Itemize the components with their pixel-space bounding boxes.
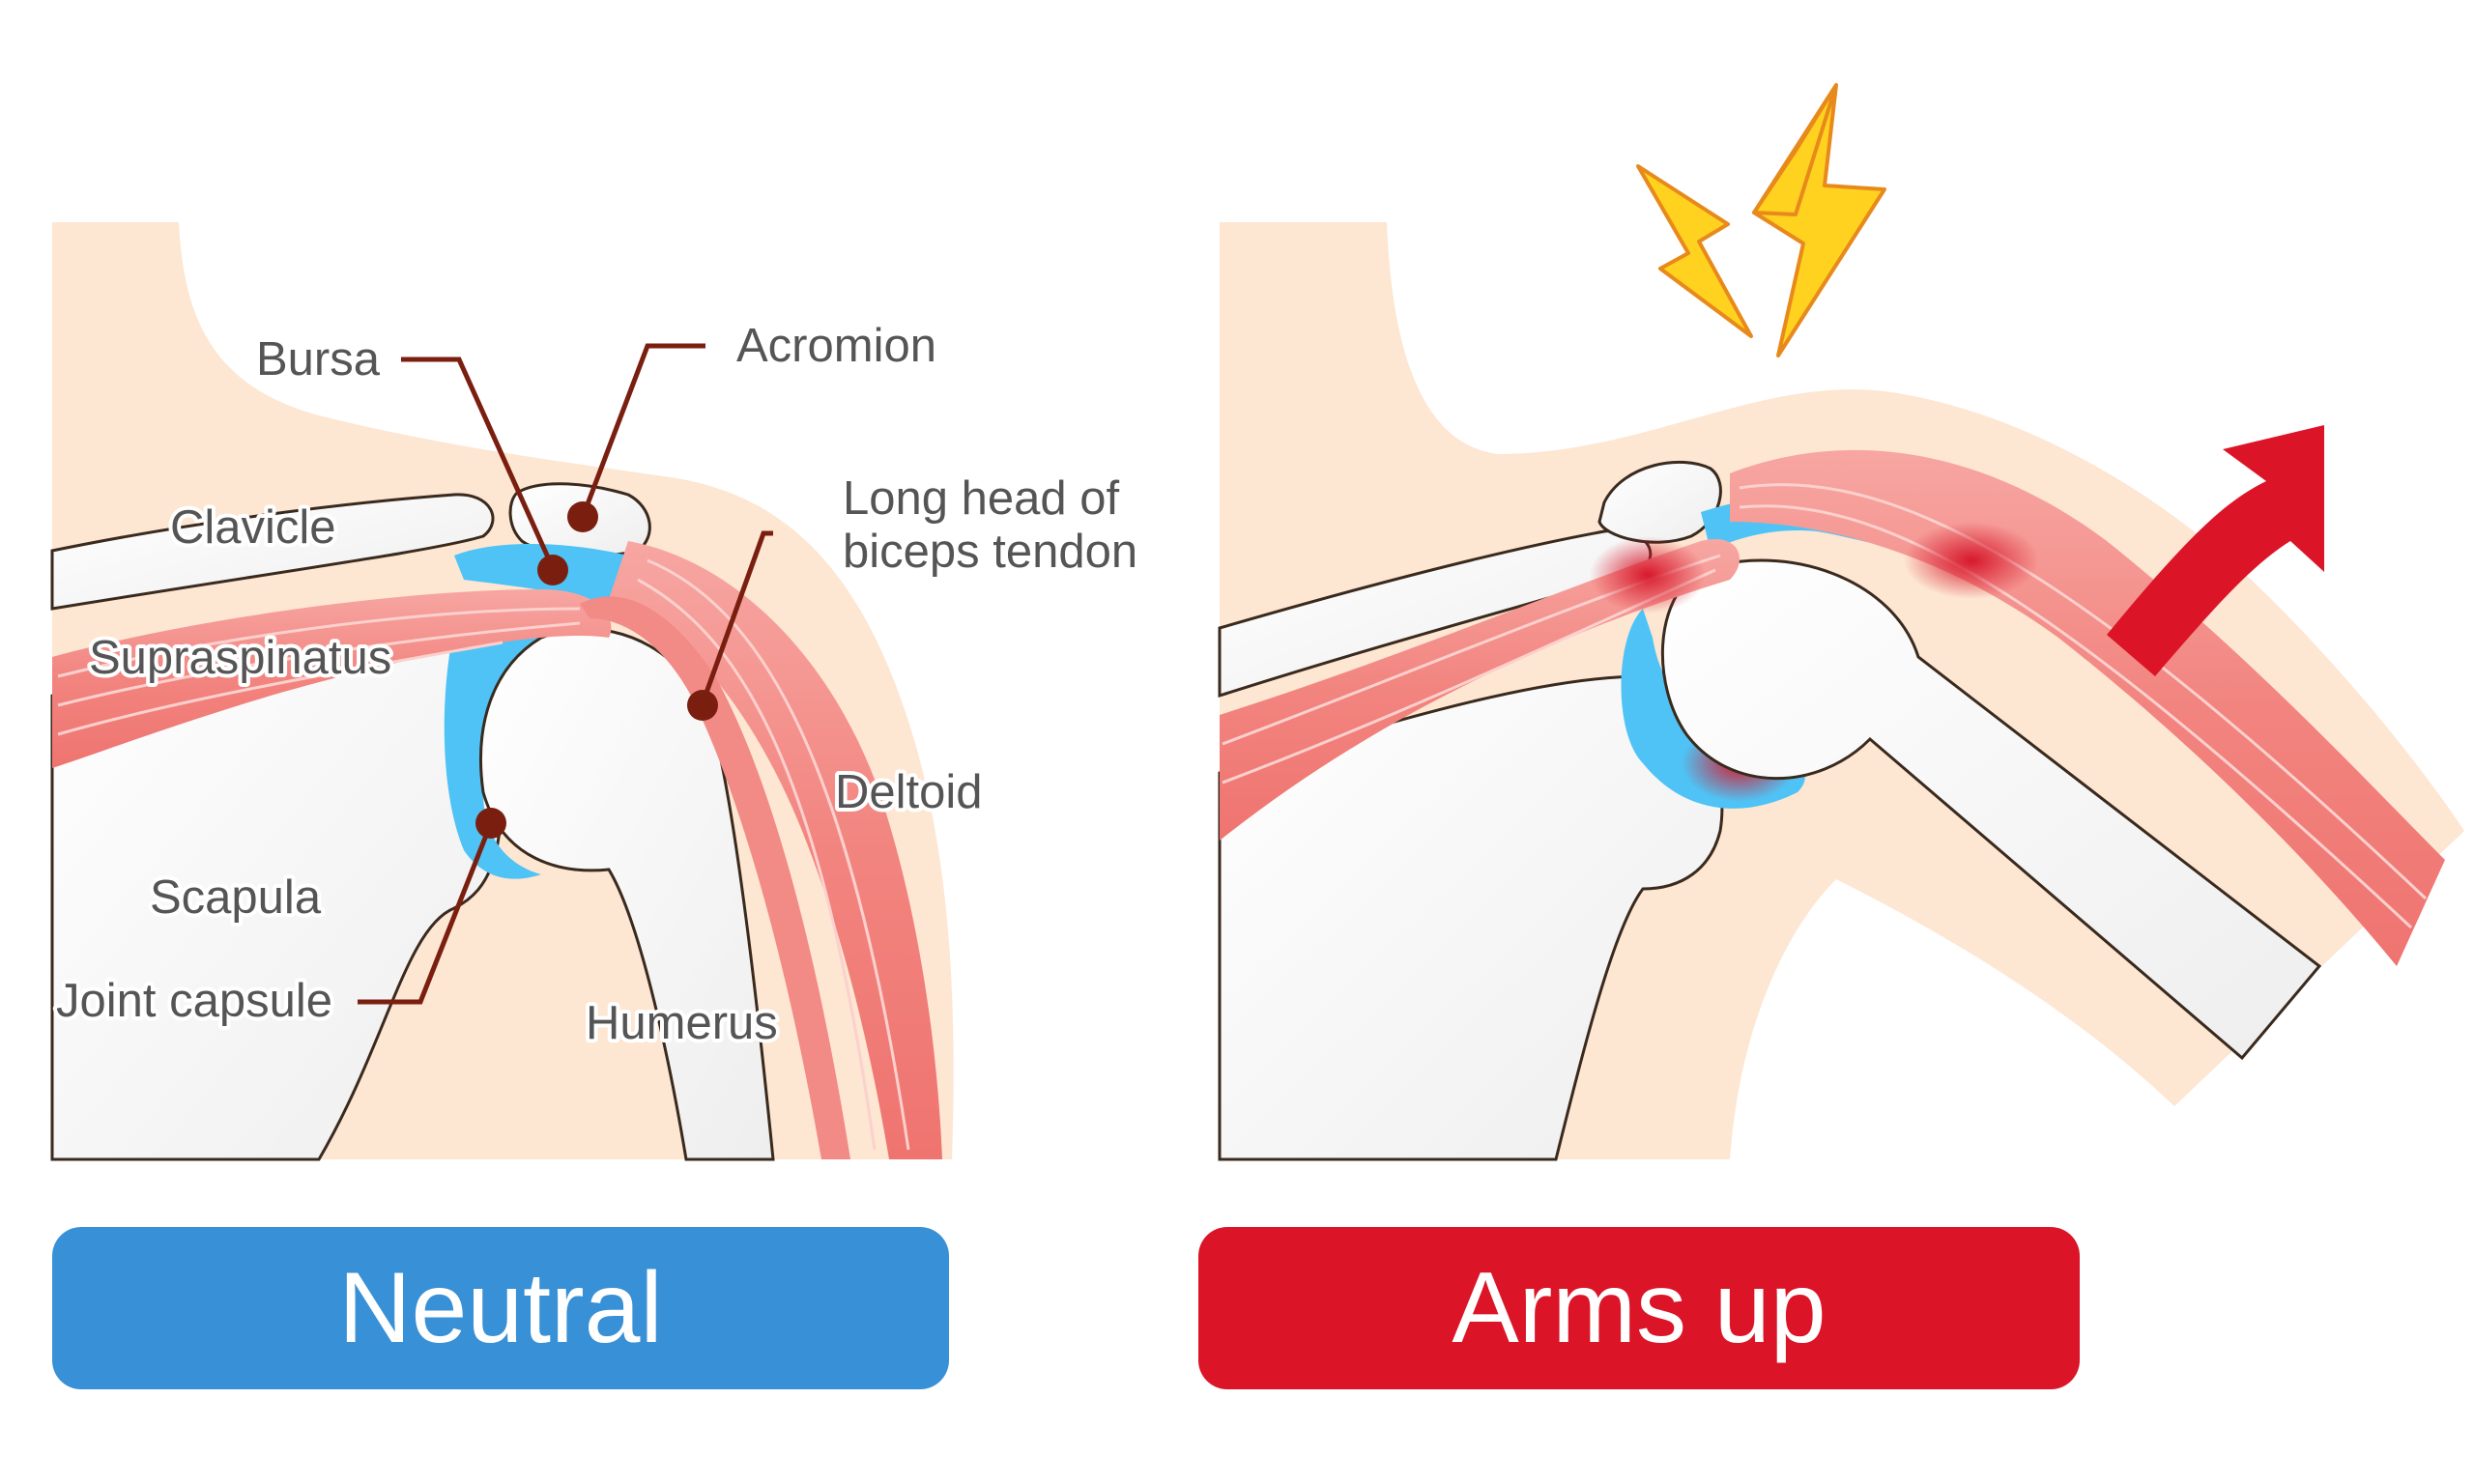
- label-humerus: Humerus: [586, 997, 778, 1049]
- label-supraspinatus: Supraspinatus: [89, 632, 391, 684]
- supraspinatus-fibers: [57, 607, 581, 736]
- arms-up-humerus: [1660, 558, 2322, 1061]
- clavicle-bone: [50, 493, 495, 611]
- arms-up-supraspinatus: [1220, 539, 1740, 841]
- label-scapula: Scapula: [150, 871, 322, 924]
- lightning-large-icon: [1752, 83, 1886, 357]
- arms-up-supraspinatus-inflammation: [1590, 536, 1706, 614]
- arms-up-panel: [1218, 83, 2464, 1161]
- arms-up-acromion: [1597, 461, 1722, 544]
- neutral-leader-lines: [358, 343, 773, 1005]
- label-acromion: Acromion: [736, 320, 936, 372]
- arms-up-button[interactable]: Arms up: [1198, 1227, 2080, 1389]
- label-joint-capsule: Joint capsule: [56, 975, 332, 1027]
- deltoid-fibers: [637, 558, 910, 1151]
- label-long-head-2: biceps tendon: [843, 526, 1137, 578]
- label-clavicle: Clavicle: [170, 501, 336, 554]
- deltoid-muscle: [609, 541, 942, 1159]
- arms-up-deltoid: [1730, 449, 2445, 966]
- label-long-head-1: Long head of: [843, 472, 1119, 525]
- lightning-small-icon: [1636, 164, 1753, 338]
- label-deltoid: Deltoid: [835, 766, 983, 818]
- arms-up-deltoid-inflammation: [1904, 522, 2039, 599]
- neutral-leader-dots: [475, 501, 718, 839]
- joint-capsule-region: [444, 624, 561, 879]
- arrow-up-icon: [2107, 425, 2324, 676]
- neutral-button[interactable]: Neutral: [52, 1227, 949, 1389]
- neutral-panel: Bursa Acromion Clavicle Long head of bic…: [50, 222, 1141, 1161]
- label-bursa: Bursa: [256, 333, 381, 385]
